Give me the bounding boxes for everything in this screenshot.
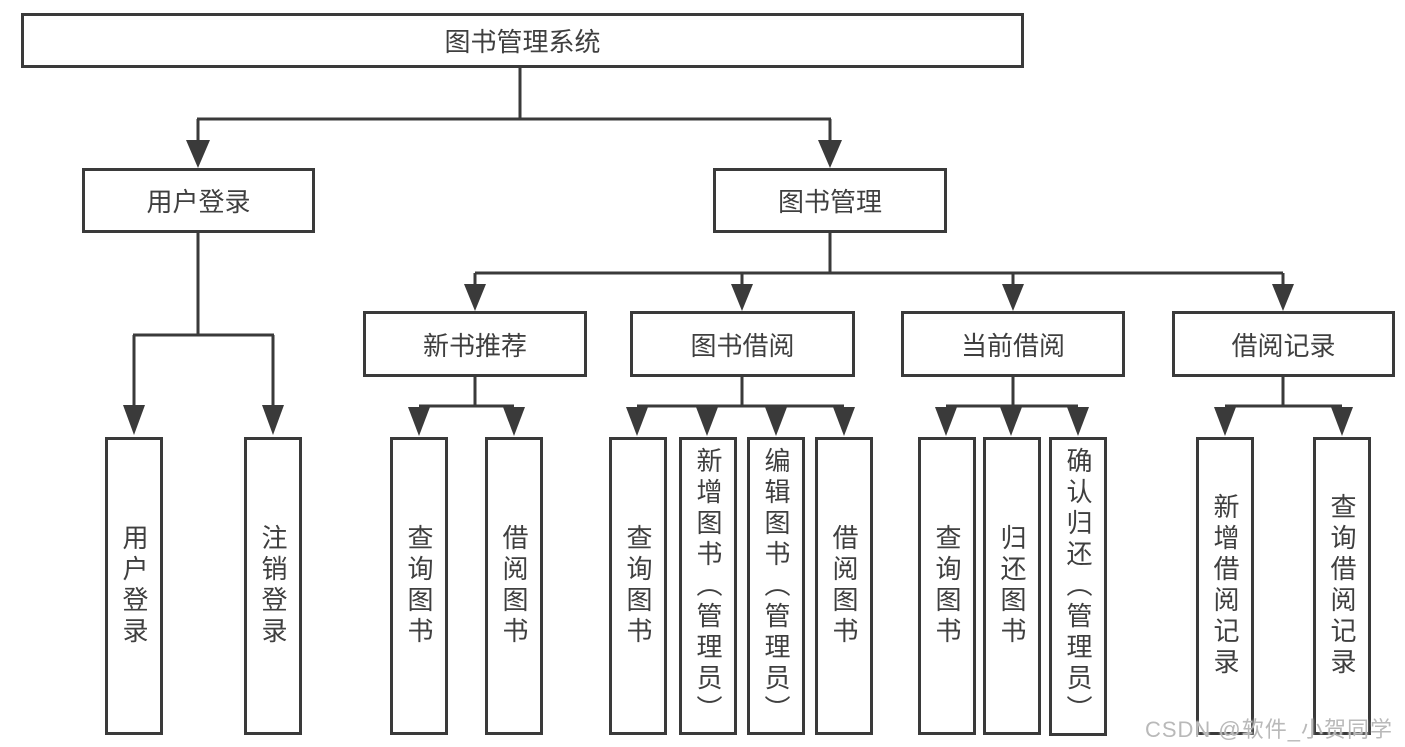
leaf-current-confirm-return-admin-label: 确认归还（管理员） [1063, 447, 1093, 726]
node-borrowing-records: 借阅记录 [1172, 311, 1395, 377]
leaf-borrow-query-book: 查询图书 [609, 437, 667, 735]
leaf-logout-label: 注销登录 [258, 524, 288, 648]
connector-user-login-to-leaves [123, 233, 284, 435]
leaf-records-query-record: 查询借阅记录 [1313, 437, 1371, 735]
node-new-book-recommendation: 新书推荐 [363, 311, 587, 377]
node-user-login: 用户登录 [82, 168, 315, 233]
leaf-current-return-book: 归还图书 [983, 437, 1041, 735]
node-book-management: 图书管理 [713, 168, 947, 233]
leaf-records-add-record: 新增借阅记录 [1196, 437, 1254, 735]
leaf-records-add-record-label: 新增借阅记录 [1210, 493, 1240, 679]
node-new-book-recommendation-label: 新书推荐 [422, 330, 527, 361]
node-book-management-label: 图书管理 [777, 187, 882, 217]
leaf-current-query-book: 查询图书 [918, 437, 976, 735]
leaf-records-query-record-label: 查询借阅记录 [1327, 493, 1357, 679]
leaf-borrow-add-book-admin: 新增图书（管理员） [679, 437, 737, 735]
leaf-borrow-query-book-label: 查询图书 [623, 524, 653, 648]
leaf-borrow-edit-book-admin: 编辑图书（管理员） [747, 437, 805, 735]
connector-book-borrow-to-leaves [626, 377, 855, 436]
connector-borrow-record-to-leaves [1214, 377, 1353, 436]
leaf-recommend-query-book: 查询图书 [390, 437, 448, 735]
connector-book-mgmt-to-level3 [464, 233, 1294, 311]
node-root: 图书管理系统 [21, 13, 1024, 68]
leaf-borrow-edit-book-admin-label: 编辑图书（管理员） [761, 446, 791, 726]
leaf-borrow-add-book-admin-label: 新增图书（管理员） [693, 446, 723, 726]
leaf-recommend-borrow-book: 借阅图书 [485, 437, 543, 735]
node-current-borrowing: 当前借阅 [901, 311, 1125, 377]
leaf-current-query-book-label: 查询图书 [932, 524, 962, 648]
node-user-login-label: 用户登录 [146, 187, 251, 217]
leaf-user-login: 用户登录 [105, 437, 163, 735]
leaf-logout: 注销登录 [244, 437, 302, 735]
node-borrowing-records-label: 借阅记录 [1231, 330, 1336, 361]
connector-root-to-level2 [186, 68, 842, 168]
leaf-user-login-label: 用户登录 [119, 524, 149, 648]
leaf-borrow-borrow-book-label: 借阅图书 [829, 524, 859, 648]
leaf-borrow-borrow-book: 借阅图书 [815, 437, 873, 735]
leaf-recommend-query-book-label: 查询图书 [404, 524, 434, 648]
leaf-current-confirm-return-admin: 确认归还（管理员） [1049, 437, 1107, 736]
connector-current-borrow-to-leaves [935, 377, 1089, 436]
node-book-borrowing-label: 图书借阅 [690, 330, 795, 361]
node-root-label: 图书管理系统 [444, 27, 601, 57]
node-current-borrowing-label: 当前借阅 [960, 330, 1065, 361]
leaf-recommend-borrow-book-label: 借阅图书 [499, 524, 529, 648]
watermark: CSDN @软件_小贺同学 [1144, 717, 1393, 742]
leaf-current-return-book-label: 归还图书 [997, 524, 1027, 648]
connector-new-book-rec-to-leaves [408, 377, 525, 436]
node-book-borrowing: 图书借阅 [630, 311, 855, 377]
